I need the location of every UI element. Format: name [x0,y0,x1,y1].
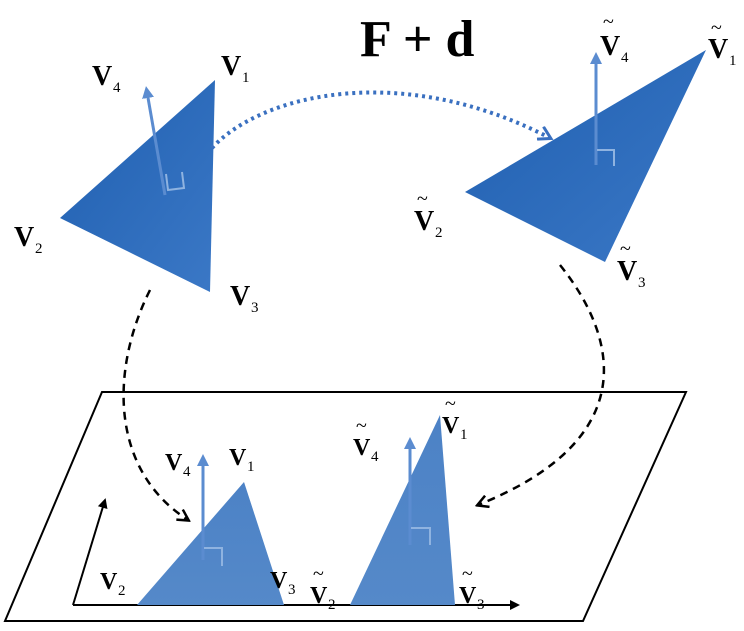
label-v3-source: V 3 [230,281,259,316]
label-v4-source: V 4 [92,61,121,96]
target-right-angle-mark [597,149,615,166]
plane-y-axis [72,498,108,606]
svg-text:~: ~ [462,563,473,585]
svg-text:V: V [221,51,241,82]
source-right-angle-mark [165,171,186,192]
label-v4-projected-target: ~ V 4 [353,415,379,465]
svg-text:~: ~ [445,393,456,415]
label-v1-target: ~ V 1 [708,17,737,69]
svg-text:V: V [310,583,328,609]
svg-text:V: V [14,222,34,253]
svg-text:V: V [230,281,250,312]
label-v3-projected-source: V 3 [270,568,296,598]
svg-text:~: ~ [356,415,367,437]
label-v1-source: V 1 [221,51,250,86]
svg-text:3: 3 [251,300,259,316]
svg-text:V: V [229,445,247,471]
label-v1-projected-target: ~ V 1 [442,393,468,443]
svg-text:V: V [442,413,460,439]
svg-text:V: V [600,31,620,62]
svg-text:V: V [165,450,183,476]
source-normal-arrow [142,86,167,196]
svg-text:3: 3 [477,597,485,613]
label-v3-target: ~ V 3 [617,238,646,291]
transform-arrow [210,90,550,150]
svg-text:~: ~ [417,188,428,210]
projected-source-triangle [137,482,284,605]
svg-text:~: ~ [313,563,324,585]
svg-text:V: V [353,435,371,461]
svg-text:1: 1 [247,459,255,475]
projection-plane [3,391,688,622]
svg-text:4: 4 [183,464,191,480]
svg-text:3: 3 [288,582,296,598]
svg-text:2: 2 [35,241,43,257]
projection-arrow-left [122,289,188,520]
projected-source-right-angle [204,547,223,566]
svg-text:2: 2 [118,583,126,599]
label-v4-target: ~ V 4 [600,11,629,66]
source-triangle [60,80,215,292]
label-v1-projected-source: V 1 [229,445,255,475]
label-v2-source: V 2 [14,222,43,257]
label-v2-target: ~ V 2 [414,188,443,241]
svg-text:V: V [100,569,118,595]
svg-text:1: 1 [242,70,250,86]
svg-text:4: 4 [621,50,629,66]
svg-text:V: V [414,206,434,237]
svg-text:4: 4 [113,80,121,96]
svg-text:V: V [459,583,477,609]
projection-arrow-right [478,264,606,505]
transform-title: F + d [360,11,474,68]
svg-text:~: ~ [620,238,631,260]
label-v2-projected-target: ~ V 2 [310,563,336,613]
svg-text:~: ~ [603,11,614,33]
svg-text:V: V [617,256,637,287]
target-triangle [465,50,706,262]
svg-text:2: 2 [328,597,336,613]
svg-text:3: 3 [638,275,646,291]
label-v2-projected-source: V 2 [100,569,126,599]
svg-text:V: V [270,568,288,594]
svg-text:V: V [708,34,728,65]
svg-text:2: 2 [435,225,443,241]
svg-text:1: 1 [729,53,737,69]
svg-text:~: ~ [711,17,722,39]
projected-target-triangle [350,415,455,605]
svg-text:4: 4 [371,449,379,465]
svg-text:1: 1 [460,427,468,443]
label-v3-projected-target: ~ V 3 [459,563,485,613]
svg-text:V: V [92,61,112,92]
label-v4-projected-source: V 4 [165,450,191,480]
projected-target-right-angle [411,527,431,545]
